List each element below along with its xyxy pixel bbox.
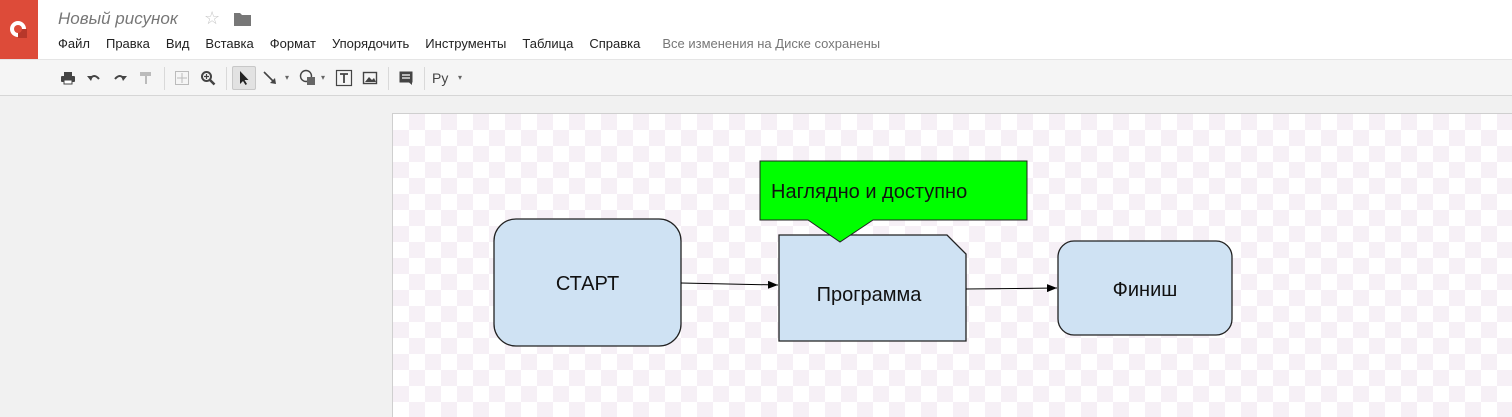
input-language-label[interactable]: Ру [432,70,449,86]
drawing-canvas[interactable]: СТАРТ Программа Финиш Наглядно и доступн… [392,113,1512,417]
app-logo[interactable] [0,0,38,59]
start-node[interactable] [493,218,682,347]
toolbar: ▾ ▾ Ру ▾ [0,59,1512,96]
document-title[interactable]: Новый рисунок [58,9,178,28]
language-dropdown-icon[interactable]: ▾ [458,73,463,82]
folder-icon[interactable] [234,12,251,31]
menu-format[interactable]: Формат [269,36,316,51]
shape-dropdown-icon[interactable]: ▾ [321,73,326,82]
line-dropdown-icon[interactable]: ▾ [285,73,290,82]
edge-program-finish[interactable] [965,284,1058,293]
comment-icon[interactable] [394,66,418,90]
toolbar-separator [164,67,165,90]
finish-node[interactable] [1057,240,1233,336]
program-node-label: Программа [817,284,923,306]
line-icon[interactable] [258,66,282,90]
drawings-logo-icon [10,21,27,38]
print-icon[interactable] [56,66,80,90]
callout-shape[interactable] [759,160,1028,243]
zoom-icon[interactable] [196,66,220,90]
menu-help[interactable]: Справка [589,36,641,51]
redo-icon[interactable] [108,66,132,90]
menu-view[interactable]: Вид [165,36,190,51]
program-node[interactable] [778,234,967,342]
callout-label: Наглядно и доступно [771,181,967,203]
diagram: СТАРТ Программа Финиш Наглядно и доступн… [493,160,1233,347]
menu-file[interactable]: Файл [58,36,90,51]
star-icon[interactable]: ☆ [204,8,221,28]
toolbar-separator [388,67,389,90]
select-cursor-icon[interactable] [232,66,256,90]
edge-start-program[interactable] [680,280,779,289]
menu-tools[interactable]: Инструменты [425,36,507,51]
menu-arrange[interactable]: Упорядочить [331,36,410,51]
snap-to-grid-icon[interactable] [170,66,194,90]
menu-insert[interactable]: Вставка [205,36,254,51]
save-status: Все изменения на Диске сохранены [662,36,881,51]
finish-node-label: Финиш [1113,279,1178,301]
menu-table[interactable]: Таблица [522,36,574,51]
shape-icon[interactable] [296,66,320,90]
undo-icon[interactable] [82,66,106,90]
text-box-icon[interactable] [332,66,356,90]
toolbar-separator [424,67,425,90]
menu-edit[interactable]: Правка [105,36,150,51]
image-icon[interactable] [358,66,382,90]
menu-bar: Файл Правка Вид Вставка Формат Упорядочи… [58,35,880,53]
header: Новый рисунок ☆ Файл Правка Вид Вставка … [0,0,1512,59]
paint-format-icon[interactable] [134,66,158,90]
start-node-label: СТАРТ [556,273,619,295]
toolbar-separator [226,67,227,90]
